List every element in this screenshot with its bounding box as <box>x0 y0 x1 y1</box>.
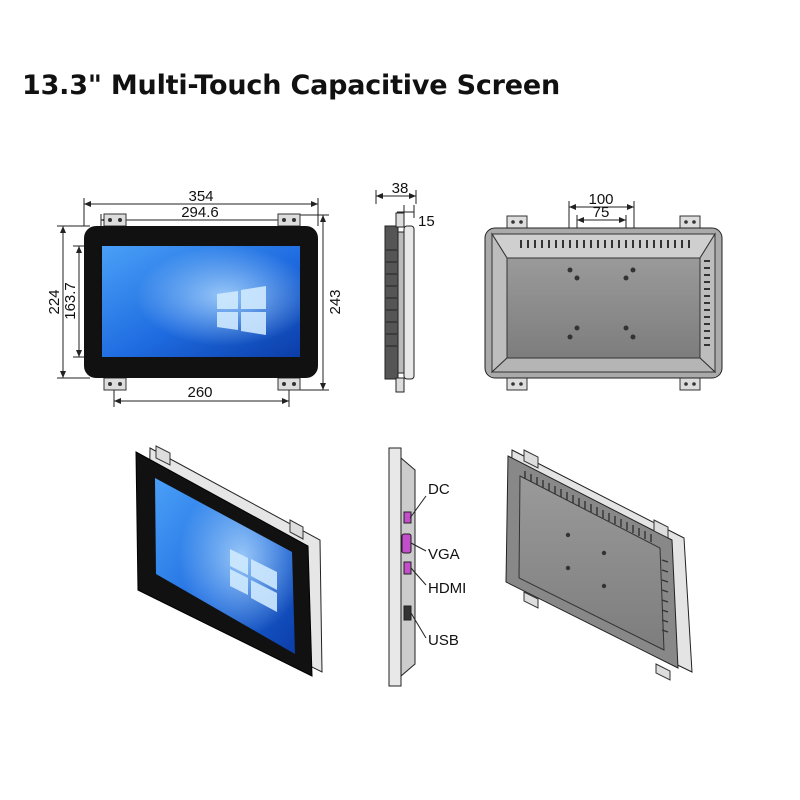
dim-screen-height: 163.7 <box>62 282 79 320</box>
dim-overall-width: 354 <box>188 188 213 205</box>
port-label-dc: DC <box>428 481 450 498</box>
rear-view: 100 75 <box>484 191 723 391</box>
dim-vesa-outer: 100 <box>588 191 613 208</box>
perspective-front-view <box>135 445 323 677</box>
usb-port-icon <box>403 605 412 621</box>
side-view: 38 15 <box>375 180 435 393</box>
page-title: 13.3" Multi-Touch Capacitive Screen <box>22 70 560 101</box>
dim-flange: 15 <box>418 213 435 230</box>
dim-vesa-inner: 75 <box>593 204 610 221</box>
hdmi-port-icon <box>403 561 412 575</box>
dim-bracket-spacing: 260 <box>187 384 212 401</box>
windows-logo-icon <box>217 286 266 335</box>
windows-logo-icon <box>230 549 277 612</box>
dim-bracket-height: 243 <box>327 289 344 314</box>
port-label-usb: USB <box>428 632 459 649</box>
rear-vents <box>520 240 710 346</box>
dim-overall-height: 224 <box>46 289 63 314</box>
dim-screen-width: 294.6 <box>181 204 219 221</box>
side-view-ports: DC VGA HDMI USB <box>388 447 466 687</box>
dim-depth: 38 <box>392 180 409 197</box>
front-view: 354 294.6 224 163.7 243 260 <box>46 188 344 407</box>
port-label-hdmi: HDMI <box>428 580 466 597</box>
dc-port-icon <box>403 511 412 524</box>
vga-port-icon <box>401 533 412 554</box>
port-label-vga: VGA <box>428 546 460 563</box>
perspective-rear-view <box>505 449 693 681</box>
